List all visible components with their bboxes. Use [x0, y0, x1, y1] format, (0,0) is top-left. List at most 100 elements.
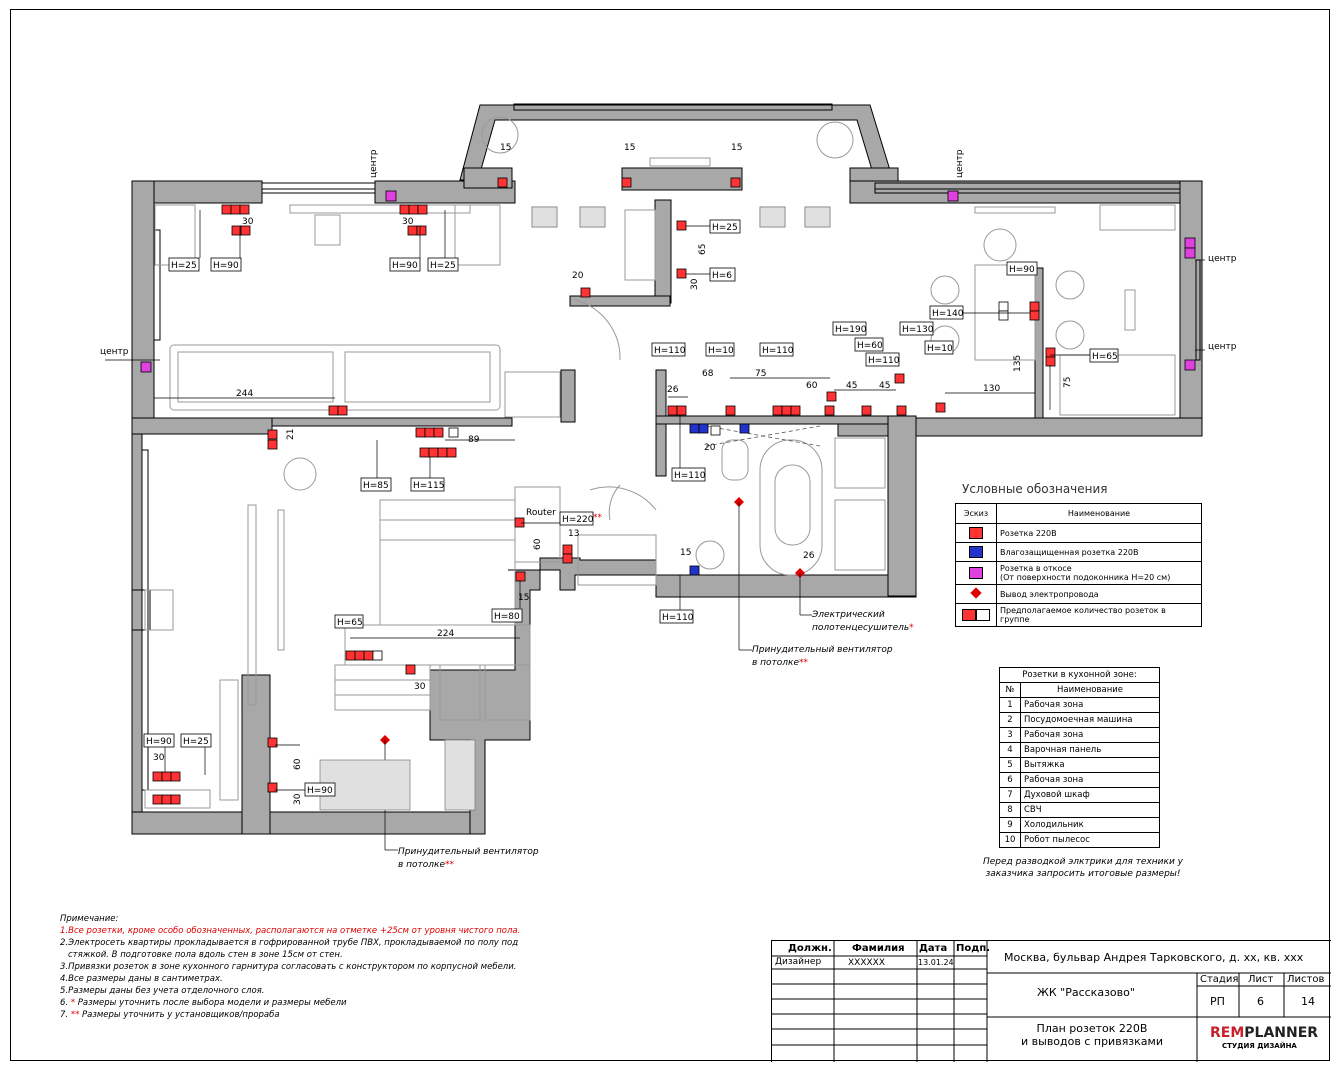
legend-name: Влагозащищенная розетка 220В	[996, 542, 1202, 562]
height-tag: H=90	[389, 257, 421, 272]
legend-name: Розетка в откосе	[1000, 564, 1072, 573]
power-outlet-icon	[970, 587, 982, 599]
height-tag: H=110	[671, 467, 706, 482]
height-tag: H=190	[832, 321, 867, 336]
stamp-col-sign: Подп.	[956, 943, 991, 954]
legend-name: Предполагаемое количество розеток в	[1000, 606, 1166, 615]
dim-26: 26	[803, 551, 815, 561]
brand-subtitle: СТУДИЯ ДИЗАЙНА	[1222, 1042, 1297, 1050]
dim-45: 45	[879, 381, 890, 391]
height-tag: H=110	[759, 342, 794, 357]
note-6: 6. * Размеры уточнить после выбора модел…	[60, 998, 347, 1008]
dim-60: 60	[806, 381, 818, 391]
center-labels: центр центр центр центр центр Router	[100, 149, 1237, 518]
dim-130: 130	[983, 384, 1000, 394]
svg-text:H=130: H=130	[902, 325, 934, 335]
height-tag: H=25	[168, 257, 200, 272]
dim-13: 13	[568, 529, 579, 539]
height-tag: H=10	[924, 340, 954, 355]
radiators	[319, 206, 831, 811]
height-tag: H=140	[929, 305, 964, 320]
fan-callout: в потолке**	[752, 658, 809, 668]
legend-row: Розетка 220В	[955, 523, 1202, 543]
stamp-col-surname: Фамилия	[852, 943, 905, 954]
svg-text:H=110: H=110	[868, 356, 900, 366]
height-tag: H=90	[1006, 261, 1038, 276]
height-tag: H=110	[865, 352, 900, 367]
height-tag: H=25	[427, 257, 459, 272]
svg-text:H=110: H=110	[662, 613, 694, 623]
towel-callout: Электрический	[811, 610, 885, 620]
stamp-sheet: 6	[1257, 995, 1264, 1008]
height-tag: H=25	[180, 733, 212, 748]
svg-text:H=190: H=190	[835, 325, 867, 335]
fan-callout: Принудительный вентилятор	[398, 847, 539, 857]
height-tag: H=65	[1089, 348, 1119, 363]
height-tag: H=60	[854, 337, 884, 352]
svg-text:H=90: H=90	[213, 261, 239, 271]
legend-col-name: Наименование	[996, 503, 1202, 524]
height-tag: H=130	[899, 321, 934, 336]
height-tag: H=85	[360, 477, 392, 492]
note-3: 3.Привязки розеток в зоне кухонного гарн…	[60, 962, 517, 972]
dim-26: 26	[667, 385, 679, 395]
height-tag: H=90	[210, 257, 242, 272]
towel-callout: полотенцесушитель*	[812, 623, 914, 633]
dim-30: 30	[414, 682, 426, 692]
kitchen-note: Перед разводкой элктрики для техники у з…	[983, 857, 1183, 879]
height-star: **	[593, 513, 603, 523]
stamp-address: Москва, бульвар Андрея Тарковского, д. х…	[1004, 951, 1304, 964]
svg-text:H=25: H=25	[171, 261, 197, 271]
note-7: 7. ** Размеры уточнить у установщиков/пр…	[60, 1010, 280, 1020]
stamp-complex: ЖК "Рассказово"	[1037, 986, 1135, 999]
height-tag: H=65	[334, 614, 364, 629]
center-label: центр	[100, 347, 129, 357]
dim-45: 45	[846, 381, 857, 391]
height-tag: H=10	[705, 342, 735, 357]
svg-text:H=115: H=115	[413, 481, 445, 491]
stamp-drawing-title: План розеток 220В и выводов с привязками	[1021, 1022, 1163, 1048]
legend-name-sub: (От поверхности подоконника Н=20 см)	[1000, 573, 1171, 582]
svg-text:H=90: H=90	[307, 786, 333, 796]
dim-75: 75	[755, 369, 766, 379]
dim-60: 60	[533, 538, 543, 550]
router-label: Router	[526, 508, 556, 518]
legend-name: Розетка 220В	[996, 523, 1202, 543]
svg-text:H=85: H=85	[363, 481, 389, 491]
svg-text:H=110: H=110	[654, 346, 686, 356]
dim-68: 68	[702, 369, 714, 379]
dim-15: 15	[680, 548, 691, 558]
height-tag: H=90	[304, 782, 336, 797]
sockets	[140, 177, 1196, 805]
legend-name: Вывод электропровода	[996, 584, 1202, 604]
stamp-col-position: Должн.	[788, 943, 832, 954]
height-tag: H=90	[143, 733, 175, 748]
sheet-frame	[10, 9, 1330, 1061]
notes: Примечание: 1.Все розетки, кроме особо о…	[60, 913, 520, 1021]
dim-65: 65	[698, 244, 708, 255]
note-1: 1.Все розетки, кроме особо обозначенных,…	[60, 926, 521, 936]
note-5: 5.Размеры даны без учета отделочного сло…	[60, 986, 265, 996]
svg-text:H=10: H=10	[708, 346, 734, 356]
fan-callout: Принудительный вентилятор	[752, 645, 893, 655]
svg-text:H=65: H=65	[1092, 352, 1118, 362]
dim-15: 15	[624, 143, 635, 153]
dim-75: 75	[1063, 377, 1073, 388]
dim-30: 30	[153, 753, 165, 763]
note-4: 4.Все размеры даны в сантиметрах.	[60, 974, 223, 984]
stamp-stage-label: Стадия	[1200, 974, 1239, 985]
height-tag: H=6	[709, 267, 736, 282]
height-tag: H=25	[709, 219, 741, 234]
stamp-position: Дизайнер	[775, 957, 822, 967]
waterproof-socket-icon	[969, 546, 983, 558]
socket-group-icon	[962, 609, 976, 621]
